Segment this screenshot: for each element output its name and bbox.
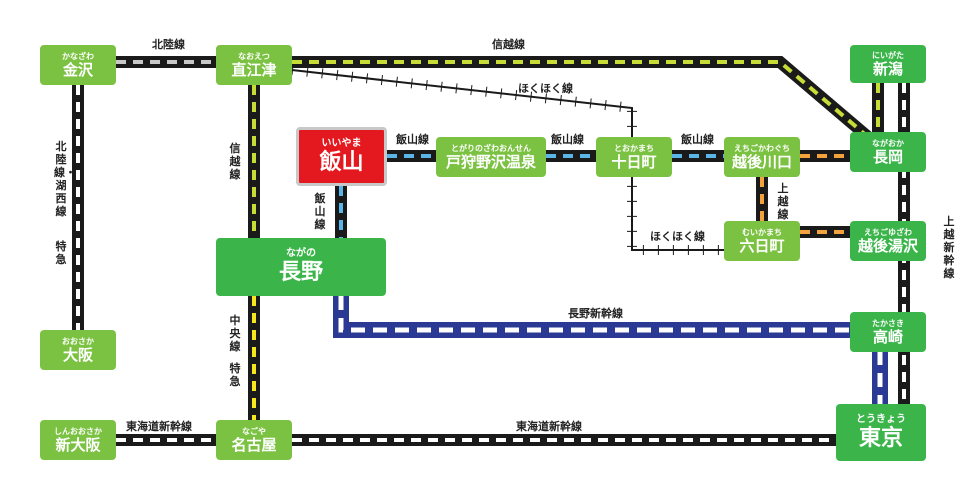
station-ruby: ながおか	[872, 138, 904, 148]
station-osaka[interactable]: おおさか 大阪	[40, 330, 116, 370]
station-ruby: おおさか	[62, 336, 94, 346]
station-ruby: とがりのざわおんせん	[451, 143, 531, 153]
iiyama-line-label-2: 飯山線	[551, 133, 584, 146]
station-name: 大阪	[62, 345, 93, 364]
station-ruby: かなざわ	[62, 51, 94, 61]
station-name: 長野	[278, 260, 323, 285]
station-kanazawa[interactable]: かなざわ 金沢	[40, 45, 116, 85]
joetsu-line-label: 上越線	[777, 182, 789, 221]
station-name: 越後川口	[731, 152, 792, 171]
station-name: 越後湯沢	[857, 236, 918, 255]
station-nagaoka[interactable]: ながおか 長岡	[850, 132, 926, 172]
iiyama-line-label-3: 飯山線	[681, 133, 714, 146]
station-name: 東京	[858, 425, 903, 451]
shinetsu-line-label-left: 信越線	[229, 142, 241, 181]
tracks	[72, 56, 910, 446]
tokkyu-label-left: 特急	[55, 240, 67, 266]
station-name: 戸狩野沢温泉	[445, 152, 536, 171]
station-name: 名古屋	[231, 435, 277, 454]
station-iiyama[interactable]: いいやま 飯山	[296, 127, 387, 186]
station-ruby: えちごゆざわ	[864, 227, 912, 237]
shinetsu-line-top-dash	[292, 60, 876, 144]
station-name: 高崎	[872, 327, 903, 346]
hokuhoku-line-track	[291, 69, 724, 251]
station-name: 直江津	[231, 60, 277, 79]
station-ruby: たかさき	[872, 318, 904, 328]
station-naoetsu[interactable]: なおえつ 直江津	[216, 45, 292, 85]
tokaido-shinkansen-label-right: 東海道新幹線	[516, 420, 582, 433]
hokuriku-line-label: 北陸線	[152, 38, 185, 51]
tokaido-shinkansen-label-left: 東海道新幹線	[126, 420, 192, 433]
joetsu-shinkansen-label: 上越新幹線	[943, 215, 955, 280]
station-echigo-kawaguchi[interactable]: えちごかわぐち 越後川口	[724, 137, 800, 177]
hokuhoku-line-label-mid: ほくほく線	[650, 230, 705, 243]
station-ruby: むいかまち	[742, 227, 782, 237]
station-name: 新大阪	[55, 435, 101, 454]
nagano-shinkansen-label: 長野新幹線	[568, 307, 623, 320]
station-echigo-yuzawa[interactable]: えちごゆざわ 越後湯沢	[850, 221, 926, 261]
hokuhoku-line-label-top: ほくほく線	[518, 82, 573, 95]
station-name: 六日町	[739, 236, 785, 255]
station-ruby: にいがた	[872, 50, 904, 60]
station-ruby: なごや	[242, 426, 266, 436]
station-ruby: ながの	[286, 248, 316, 259]
station-name: 十日町	[611, 152, 657, 171]
station-ruby: いいやま	[321, 137, 362, 149]
station-ruby: なおえつ	[238, 51, 270, 61]
station-name: 長岡	[872, 147, 903, 166]
station-nagano[interactable]: ながの 長野	[216, 238, 386, 296]
nagano-shinkansen-outer	[333, 296, 888, 410]
station-ruby: しんおおさか	[54, 426, 102, 436]
chuo-line-label: 中央線	[229, 314, 241, 353]
station-ruby: とうきょう	[856, 413, 906, 425]
station-takasaki[interactable]: たかさき 高崎	[850, 312, 926, 352]
station-niigata[interactable]: にいがた 新潟	[850, 45, 926, 83]
station-muikamachi[interactable]: むいかまち 六日町	[724, 221, 800, 261]
station-name: 金沢	[62, 60, 93, 79]
station-tokyo[interactable]: とうきょう 東京	[836, 404, 926, 461]
station-tokamachi[interactable]: とおかまち 十日町	[596, 137, 672, 177]
station-ruby: えちごかわぐち	[734, 143, 790, 153]
station-name: 新潟	[872, 59, 903, 78]
hokuriku-kosei-line-label: 北陸線・湖西線	[54, 140, 76, 218]
shinetsu-line-label-top: 信越線	[492, 38, 525, 51]
station-ruby: とおかまち	[614, 143, 654, 153]
iiyama-line-label-1: 飯山線	[396, 133, 429, 146]
station-togari-nozawa-onsen[interactable]: とがりのざわおんせん 戸狩野沢温泉	[436, 137, 546, 177]
tokkyu-label-chuo: 特急	[229, 362, 241, 388]
station-shin-osaka[interactable]: しんおおさか 新大阪	[40, 420, 116, 460]
station-name: 飯山	[319, 149, 364, 175]
iiyama-line-label-vertical: 飯山線	[314, 192, 326, 231]
station-nagoya[interactable]: なごや 名古屋	[216, 420, 292, 460]
